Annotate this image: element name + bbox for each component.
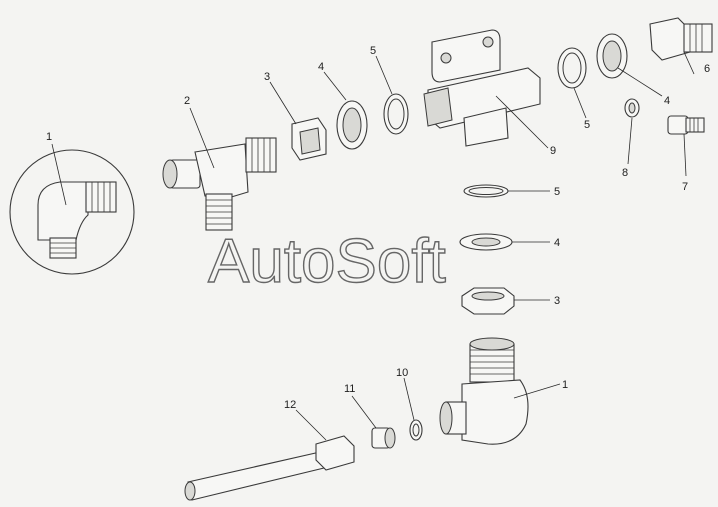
callout-1-lower: 1 (562, 379, 568, 391)
callout-11: 11 (344, 383, 355, 395)
callout-4-middle: 4 (554, 237, 560, 249)
part-washer-right (596, 33, 628, 79)
part-tube (184, 435, 355, 501)
part-ring-right (557, 47, 587, 89)
callout-6: 6 (704, 63, 710, 75)
callout-8: 8 (622, 167, 628, 179)
part-washer-upper (336, 100, 368, 150)
callout-3-middle: 3 (554, 295, 560, 307)
part-ring-middle (463, 184, 509, 198)
part-sleeve (371, 427, 396, 449)
callout-10: 10 (396, 367, 408, 379)
callout-5-right: 5 (584, 119, 590, 131)
leader-lines (51, 51, 695, 441)
part-elbow-inset (9, 149, 135, 275)
callout-7: 7 (682, 181, 688, 193)
part-elbow-lower (439, 337, 529, 445)
callout-12: 12 (284, 399, 296, 411)
part-small-washer (624, 98, 640, 118)
callout-1-inset: 1 (46, 131, 52, 143)
part-ring-upper (383, 93, 409, 135)
part-tee (162, 137, 277, 231)
callout-4-upper: 4 (318, 61, 324, 73)
callout-4-right: 4 (664, 95, 670, 107)
callout-labels: 1 2 3 4 5 9 5 4 6 8 7 5 4 3 12 11 10 1 (46, 45, 710, 411)
part-union-fitting (649, 17, 713, 61)
callout-2: 2 (184, 95, 190, 107)
callout-3-upper: 3 (264, 71, 270, 83)
part-nut-middle (461, 287, 515, 315)
callout-5-middle: 5 (554, 186, 560, 198)
part-ring-lower (409, 419, 423, 441)
part-bracket-block (423, 29, 541, 147)
part-washer-middle (459, 233, 513, 251)
callout-9: 9 (550, 145, 556, 157)
part-bolt (667, 115, 705, 135)
callout-5-upper: 5 (370, 45, 376, 57)
part-nut-upper (291, 117, 327, 161)
watermark-text: AutoSoft (208, 227, 446, 296)
